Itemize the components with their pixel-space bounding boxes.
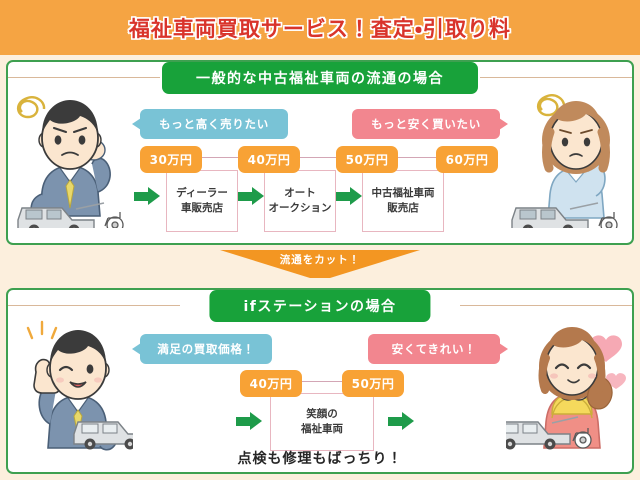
bubble-sell-higher: もっと高く売りたい [132,109,288,139]
character-worried-woman [510,88,632,228]
banner-rule-left-top [8,77,160,78]
section-banner-conventional: 一般的な中古福祉車両の流通の場合 [162,62,478,94]
arrow-to-if-station [236,412,262,430]
price-connector-3 [394,157,442,158]
character-happy-man [8,314,133,459]
flow-box-auction-line2: オークション [268,202,332,214]
price-tag-50: 50万円 [336,146,398,173]
banner-rule-right-top [480,77,632,78]
price-connector-1 [198,157,246,158]
flow-box-smile-line1: 笑顔の [306,407,338,420]
price-tag-50-bottom: 50万円 [342,370,404,397]
price-connector-2 [296,157,344,158]
arrow-to-shop [336,187,362,205]
cut-banner-label: 流通をカット！ [279,254,361,266]
character-worried-man [8,88,130,228]
flow-box-dealer-line1: ディーラー [176,186,228,199]
page-title: 福祉車両買取サービス！査定・引取り料 [128,16,512,41]
flow-box-shop-line1: 中古福祉車両 [371,186,435,199]
flow-box-shop-line2: 販売店 [387,202,419,214]
flow-box-auction-line1: オート [284,186,316,199]
flow-box-dealer: ディーラー 車販売店 [166,170,238,232]
price-tag-30: 30万円 [140,146,202,173]
price-tag-40-bottom: 40万円 [240,370,302,397]
character-happy-woman [506,314,634,459]
flow-box-smile-line2: 福祉車両 [301,423,343,435]
bubble-cheap-and-clean: 安くてきれい！ [368,334,508,364]
arrow-to-dealer [134,187,160,205]
header-bar: 福祉車両買取サービス！査定・引取り料 [0,0,640,55]
banner-rule-left-bottom [8,305,180,306]
arrow-to-auction [238,187,264,205]
flow-box-dealer-line2: 車販売店 [180,202,223,214]
price-connector-bottom [300,381,346,382]
price-tag-40: 40万円 [238,146,300,173]
cut-distribution-banner: 流通をカット！ [220,250,420,278]
bubble-buy-cheaper: もっと安く買いたい [352,109,508,139]
banner-rule-right-bottom [460,305,632,306]
price-tag-60: 60万円 [436,146,498,173]
section-banner-if-station: ifステーションの場合 [209,290,431,322]
flow-box-used-welfare-shop: 中古福祉車両 販売店 [362,170,444,232]
flow-box-smiling-welfare-vehicle: 笑顔の 福祉車両 [270,393,374,451]
bottom-caption: 点検も修理もばっちり！ [237,451,403,467]
bubble-satisfying-price: 満足の買取価格！ [132,334,272,364]
flow-box-auction: オート オークション [264,170,336,232]
arrow-from-if-station [388,412,414,430]
